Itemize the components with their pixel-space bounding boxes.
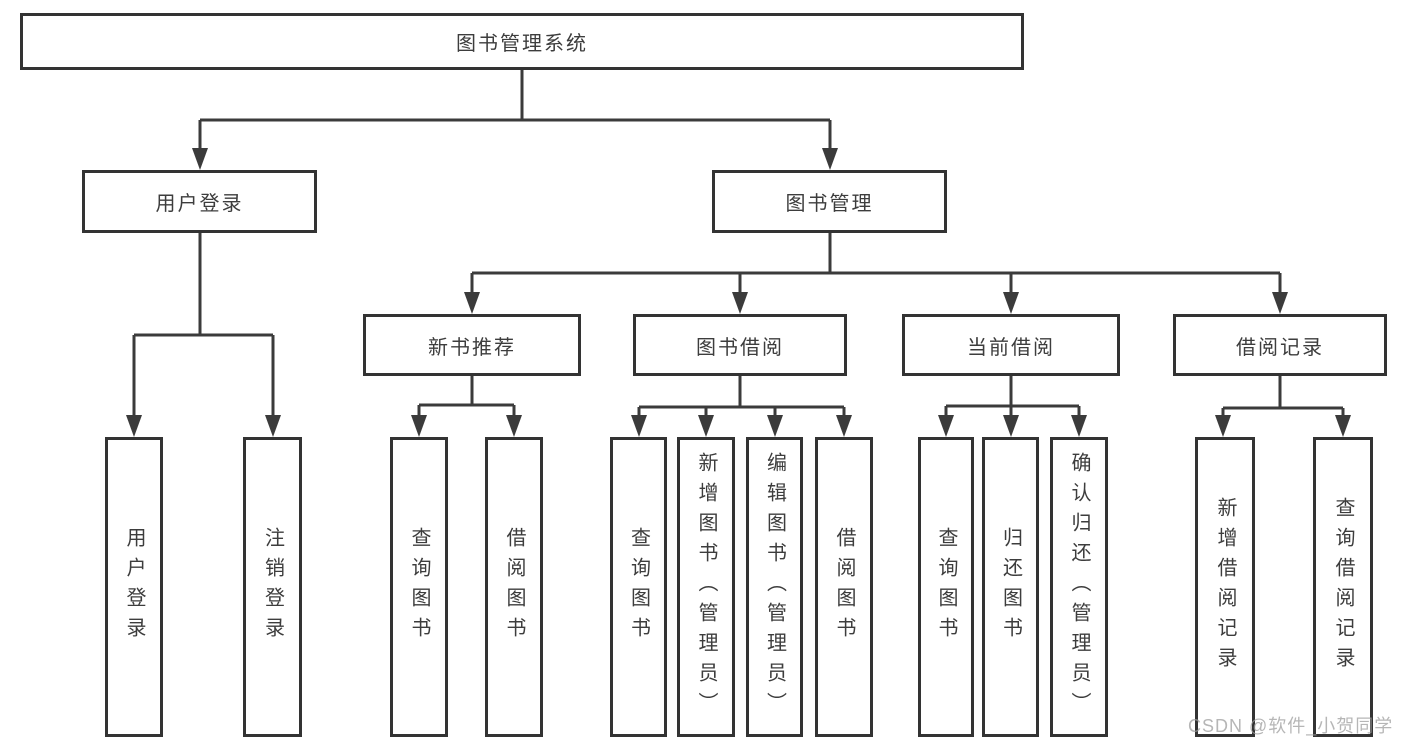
leaf-add-book-admin: 新增图书（管理员）: [677, 437, 735, 737]
leaf-label: 借阅图书: [833, 527, 855, 647]
node-label: 图书管理系统: [456, 33, 588, 55]
node-new-book-recommendation: 新书推荐: [363, 314, 581, 376]
leaf-logout: 注销登录: [243, 437, 302, 737]
leaf-confirm-return-admin: 确认归还（管理员）: [1050, 437, 1108, 737]
leaf-label: 查询借阅记录: [1332, 497, 1354, 677]
leaf-user-login: 用户登录: [105, 437, 163, 737]
node-label: 图书管理: [785, 193, 874, 215]
node-borrowing-records: 借阅记录: [1173, 314, 1387, 376]
node-label: 图书借阅: [696, 336, 784, 359]
node-label: 当前借阅: [967, 336, 1055, 359]
leaf-label: 确认归还（管理员）: [1068, 452, 1090, 722]
leaf-edit-book-admin: 编辑图书（管理员）: [746, 437, 803, 737]
node-book-borrowing: 图书借阅: [633, 314, 847, 376]
node-library-management-system: 图书管理系统: [20, 13, 1024, 70]
leaf-label: 查询图书: [935, 527, 957, 647]
leaf-label: 查询图书: [627, 527, 650, 647]
leaf-add-borrow-record: 新增借阅记录: [1195, 437, 1255, 737]
leaf-label: 归还图书: [999, 527, 1022, 647]
leaf-label: 借阅图书: [503, 527, 525, 647]
node-label: 借阅记录: [1236, 336, 1324, 359]
leaf-query-borrow-record: 查询借阅记录: [1313, 437, 1373, 737]
leaf-label: 编辑图书（管理员）: [763, 452, 786, 722]
leaf-label: 新增借阅记录: [1214, 497, 1236, 677]
node-book-management: 图书管理: [712, 170, 947, 233]
leaf-label: 用户登录: [123, 527, 145, 647]
leaf-return-books: 归还图书: [982, 437, 1039, 737]
leaf-borrow-books-2: 借阅图书: [815, 437, 873, 737]
leaf-query-books-3: 查询图书: [918, 437, 974, 737]
leaf-borrow-books-1: 借阅图书: [485, 437, 543, 737]
leaf-label: 新增图书（管理员）: [695, 452, 717, 722]
leaf-query-books-2: 查询图书: [610, 437, 667, 737]
leaf-query-books-1: 查询图书: [390, 437, 448, 737]
node-label: 新书推荐: [428, 336, 516, 359]
node-label: 用户登录: [155, 193, 244, 215]
leaf-label: 注销登录: [261, 527, 284, 647]
leaf-label: 查询图书: [408, 527, 430, 647]
node-user-login: 用户登录: [82, 170, 317, 233]
node-current-borrowing: 当前借阅: [902, 314, 1120, 376]
